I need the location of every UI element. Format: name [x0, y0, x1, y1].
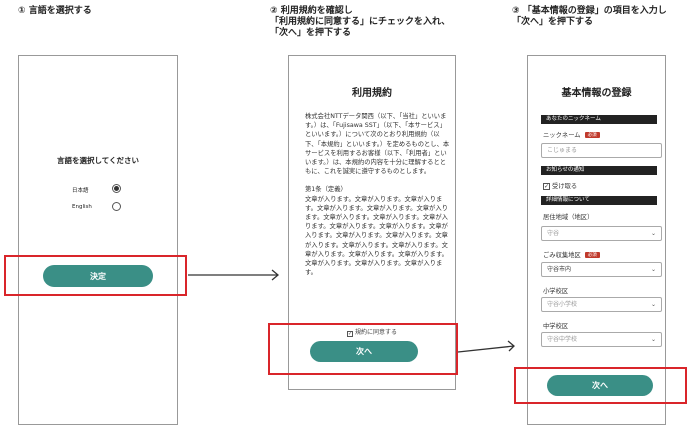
- garbage-label: ごみ収集地区必須: [543, 250, 600, 259]
- section-detail: 詳細情報について: [541, 196, 657, 205]
- step-2-instruction: ② 利用規約を確認し 「利用規約に同意する」にチェックを入れ、 「次へ」を押下す…: [270, 6, 451, 38]
- elementary-label: 小学校区: [543, 288, 569, 295]
- agree-checkbox[interactable]: ✓ 規約に同意する: [288, 327, 456, 337]
- arrow-right-icon: [457, 340, 515, 353]
- terms-text[interactable]: 株式会社NTTデータ関西（以下、「当社」といいます。）は、「Fujisawa S…: [305, 112, 451, 320]
- highlight-box-1: [4, 255, 187, 296]
- terms-screen: [288, 55, 456, 390]
- chevron-down-icon: ⌄: [650, 336, 656, 343]
- next-button-basic-info[interactable]: 次へ: [547, 375, 653, 396]
- section-notice: お知らせの通知: [541, 166, 657, 175]
- nickname-input[interactable]: こじゅまる: [541, 143, 662, 158]
- highlight-box-2: [268, 323, 458, 375]
- step-3-instruction: ③ 「基本情報の登録」の項目を入力し 「次へ」を押下する: [512, 6, 667, 27]
- nickname-label: ニックネーム必須: [543, 130, 600, 139]
- area-label: 居住地域（地区）: [543, 214, 594, 221]
- option-japanese-label: 日本語: [72, 188, 89, 194]
- step-1-instruction: ① 言語を選択する: [18, 6, 92, 16]
- language-screen: [18, 55, 178, 425]
- garbage-select[interactable]: 守谷市内⌄: [541, 262, 662, 277]
- checkbox-icon: ✓: [347, 331, 354, 337]
- required-badge: 必須: [584, 132, 600, 138]
- option-english-label: English: [72, 204, 92, 210]
- language-prompt: 言語を選択してください: [56, 156, 140, 165]
- junior-label: 中学校区: [543, 323, 569, 330]
- area-select[interactable]: 守谷⌄: [541, 226, 662, 241]
- basic-info-title: 基本情報の登録: [561, 88, 632, 99]
- terms-article-heading: 第1条（定義）: [305, 186, 347, 194]
- chevron-down-icon: ⌄: [650, 301, 656, 308]
- chevron-down-icon: ⌄: [650, 230, 656, 237]
- radio-english[interactable]: [112, 202, 121, 211]
- highlight-box-3: [514, 367, 687, 404]
- chevron-down-icon: ⌄: [650, 266, 656, 273]
- checkbox-icon: ✓: [543, 183, 550, 190]
- terms-intro: 株式会社NTTデータ関西（以下、「当社」といいます。）は、「Fujisawa S…: [305, 113, 450, 176]
- arrow-right-icon: [188, 269, 280, 281]
- confirm-button[interactable]: 決定: [43, 265, 153, 287]
- receive-checkbox[interactable]: ✓ 受け取る: [543, 183, 578, 190]
- section-nickname: あなたのニックネーム: [541, 115, 657, 124]
- terms-title: 利用規約: [352, 88, 392, 99]
- agree-label: 規約に同意する: [354, 329, 397, 336]
- terms-body: 文章が入ります。文章が入ります。文章が入ります。文章が入ります。文章が入ります。…: [305, 195, 448, 277]
- elementary-select[interactable]: 守谷小学校⌄: [541, 297, 662, 312]
- junior-select[interactable]: 守谷中学校⌄: [541, 332, 662, 347]
- next-button-terms[interactable]: 次へ: [310, 341, 418, 362]
- radio-japanese[interactable]: [112, 184, 121, 193]
- required-badge: 必須: [584, 252, 600, 258]
